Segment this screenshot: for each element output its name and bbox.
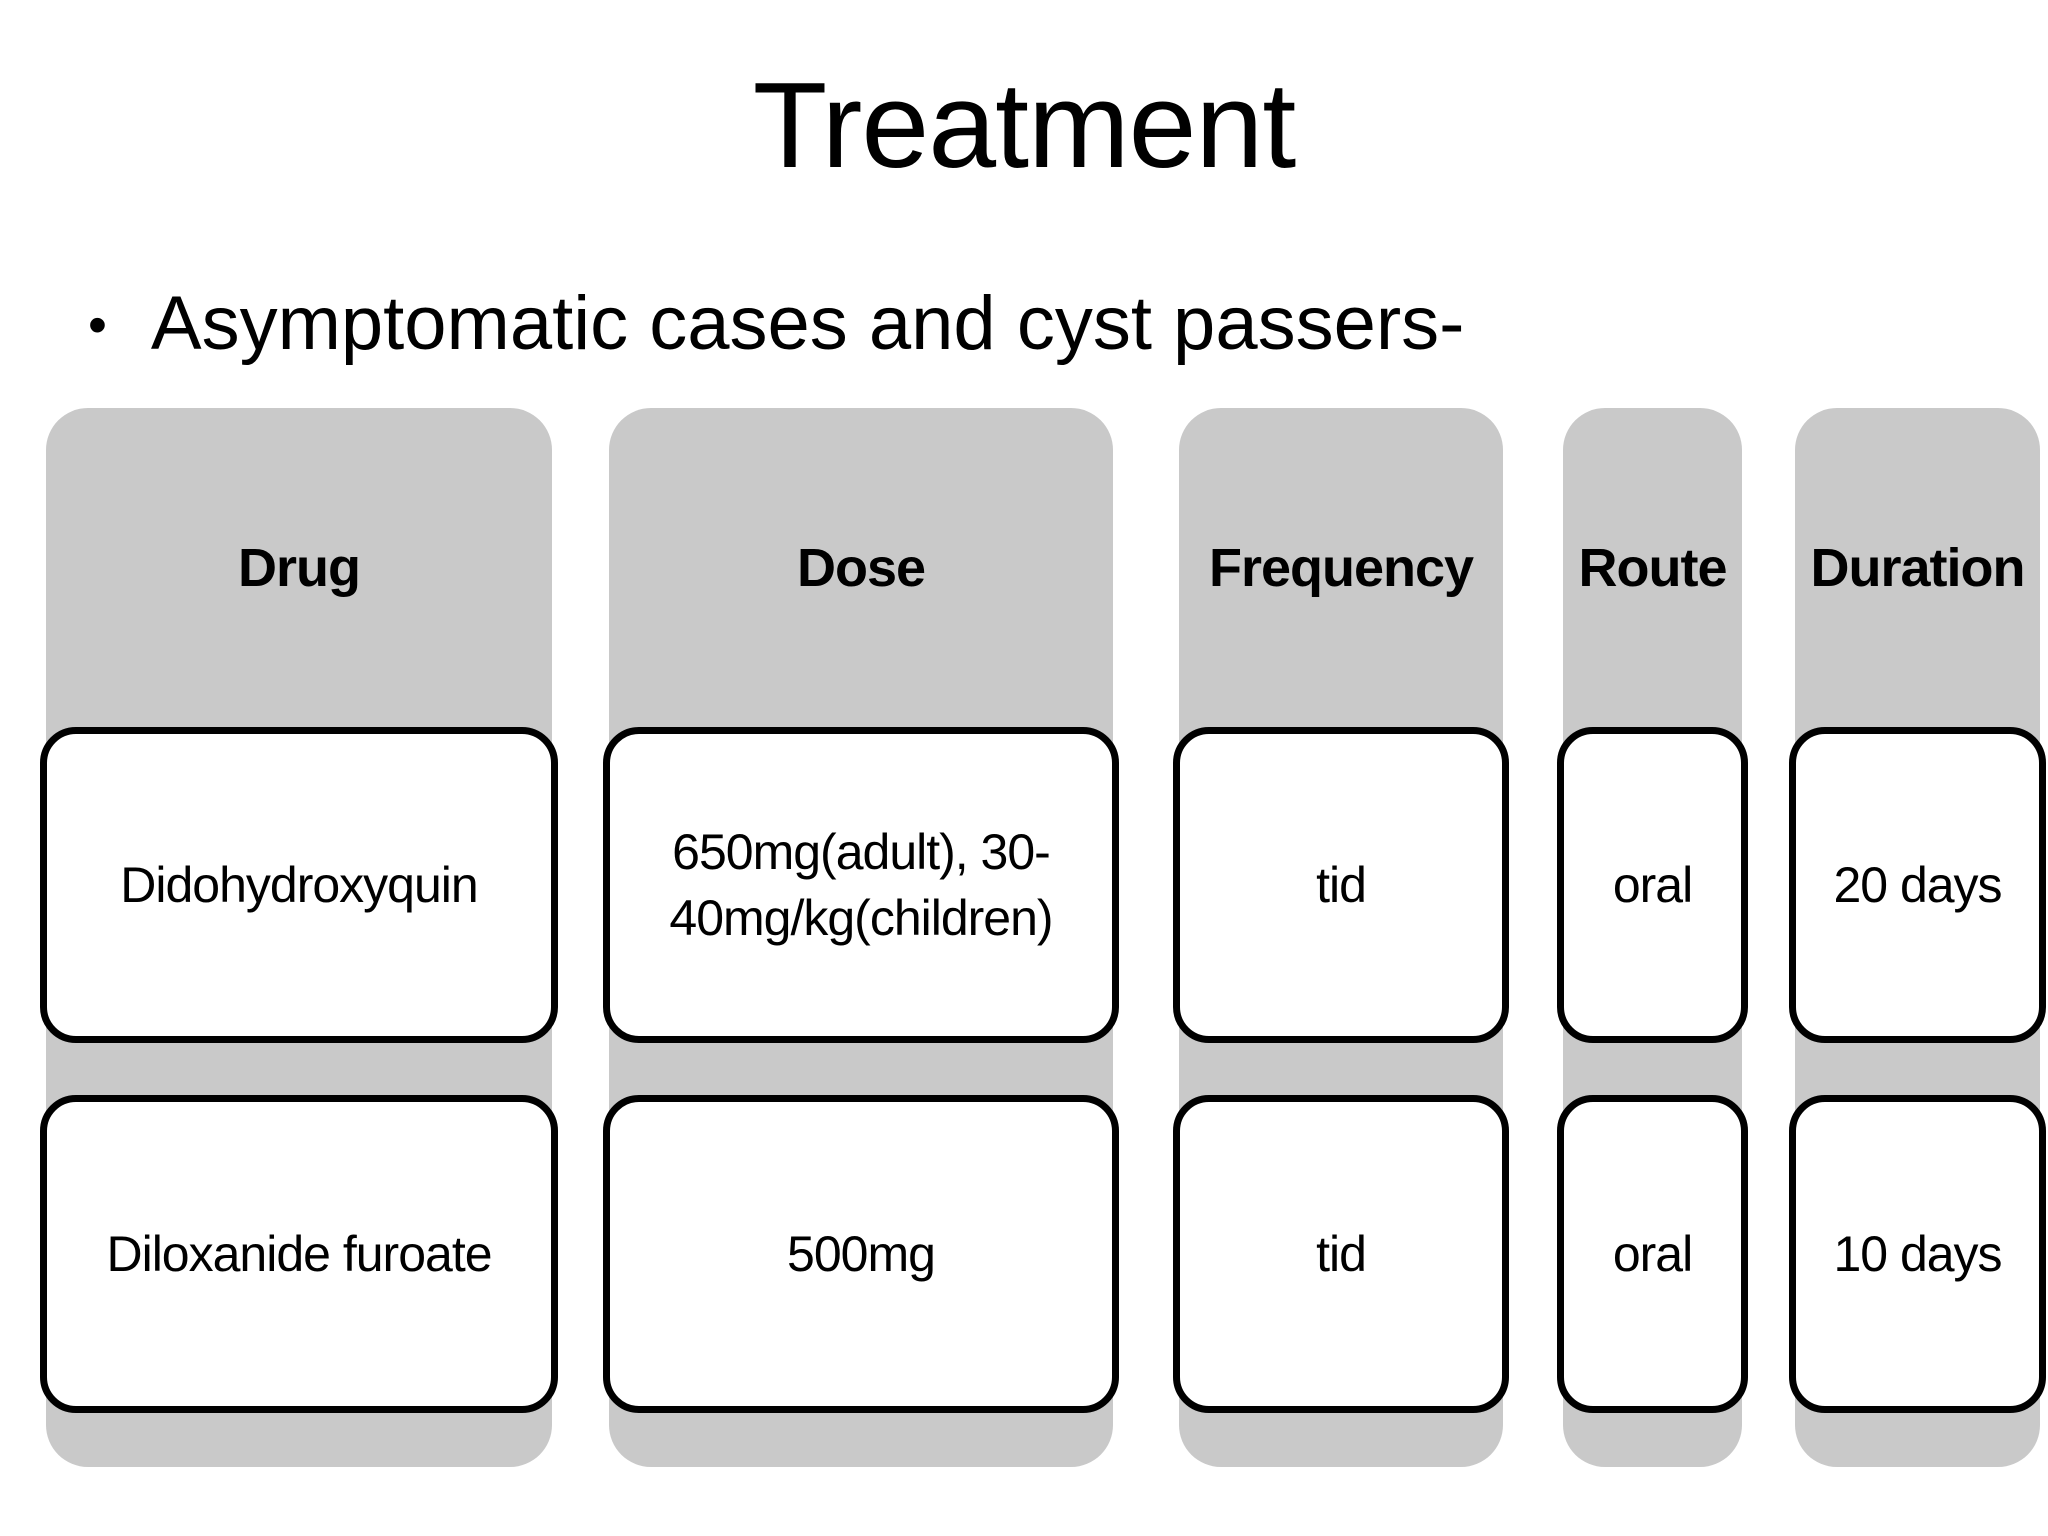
table-cell-dose-row1: 650mg(adult), 30-40mg/kg(children) bbox=[603, 727, 1119, 1043]
page-title: Treatment bbox=[752, 57, 1296, 193]
table-cell-frequency-row1: tid bbox=[1173, 727, 1509, 1043]
table-column-duration: Duration 20 days 10 days bbox=[1789, 408, 2046, 1467]
bullet-marker: • bbox=[88, 295, 107, 356]
table-cell-frequency-row2: tid bbox=[1173, 1095, 1509, 1413]
column-header-frequency: Frequency bbox=[1208, 537, 1474, 598]
table-cell-route-row1: oral bbox=[1557, 727, 1748, 1043]
column-header-dose: Dose bbox=[796, 537, 926, 598]
table-column-drug: Drug Didohydroxyquin Diloxanide furoate bbox=[40, 408, 558, 1467]
table-cell-route-row2: oral bbox=[1557, 1095, 1748, 1413]
column-header-drug: Drug bbox=[238, 537, 361, 598]
table-column-frequency: Frequency tid tid bbox=[1173, 408, 1509, 1467]
table-cell-dose-row2: 500mg bbox=[603, 1095, 1119, 1413]
table-cell-drug-row2: Diloxanide furoate bbox=[40, 1095, 558, 1413]
table-cell-drug-row1: Didohydroxyquin bbox=[40, 727, 558, 1043]
table-cell-duration-row1: 20 days bbox=[1789, 727, 2046, 1043]
table-column-route: Route oral oral bbox=[1557, 408, 1748, 1467]
table-column-dose: Dose 650mg(adult), 30-40mg/kg(children) … bbox=[603, 408, 1119, 1467]
column-header-duration: Duration bbox=[1810, 537, 2026, 598]
column-header-route: Route bbox=[1578, 537, 1728, 598]
table-cell-duration-row2: 10 days bbox=[1789, 1095, 2046, 1413]
bullet-item: • Asymptomatic cases and cyst passers- bbox=[88, 282, 1968, 366]
bullet-text: Asymptomatic cases and cyst passers- bbox=[150, 281, 1465, 366]
